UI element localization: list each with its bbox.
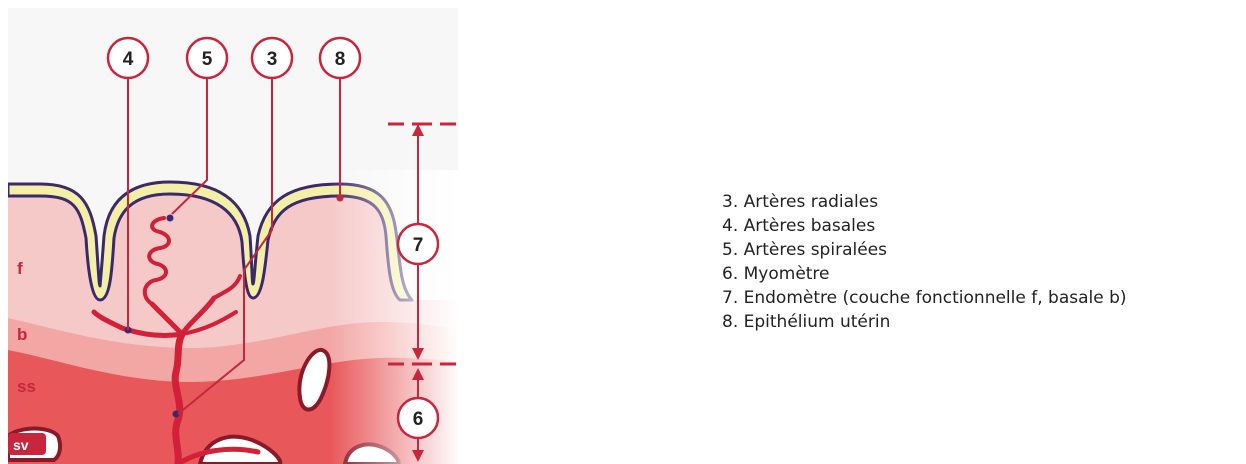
- svg-text:4: 4: [123, 49, 134, 70]
- svg-text:5: 5: [202, 49, 213, 70]
- legend-list: 3. Artères radiales 4. Artères basales 5…: [722, 190, 1127, 334]
- svg-text:3: 3: [267, 49, 278, 70]
- sv-label-box: [8, 433, 46, 455]
- legend-item-spiral-arteries: 5. Artères spiralées: [722, 240, 887, 260]
- callout-8: 8: [318, 36, 362, 80]
- callout-3: 3: [250, 36, 294, 80]
- layer-label-b: b: [17, 325, 27, 344]
- artery-tree: [91, 216, 261, 464]
- callout-5: 5: [185, 36, 229, 80]
- svg-text:6: 6: [413, 409, 424, 430]
- leader-lines: [127, 78, 341, 415]
- legend-item-radial-arteries: 3. Artères radiales: [722, 192, 879, 212]
- endometrium-diagram: 4 5 3 8 7 6 f b ss sv: [8, 8, 458, 464]
- right-fade: [330, 170, 458, 464]
- legend-item-basal-arteries: 4. Artères basales: [722, 216, 876, 236]
- layer-label-sv: sv: [13, 437, 29, 453]
- spiral-node: [166, 214, 174, 222]
- svg-text:8: 8: [335, 49, 346, 70]
- legend-item-epithelium: 8. Epithélium utérin: [722, 312, 891, 332]
- callout-7: 7: [396, 222, 440, 266]
- layer-label-ss: ss: [17, 377, 36, 396]
- svg-text:7: 7: [413, 235, 424, 256]
- legend-item-myometrium: 6. Myomètre: [722, 264, 830, 284]
- callout-6: 6: [396, 396, 440, 440]
- arrowheads: [412, 124, 424, 462]
- vessel-lumen: [297, 348, 332, 412]
- callout-4: 4: [106, 36, 150, 80]
- legend-item-endometrium: 7. Endomètre (couche fonctionnelle f, ba…: [722, 288, 1127, 308]
- layer-label-f: f: [17, 259, 23, 278]
- radial-node: [172, 410, 180, 418]
